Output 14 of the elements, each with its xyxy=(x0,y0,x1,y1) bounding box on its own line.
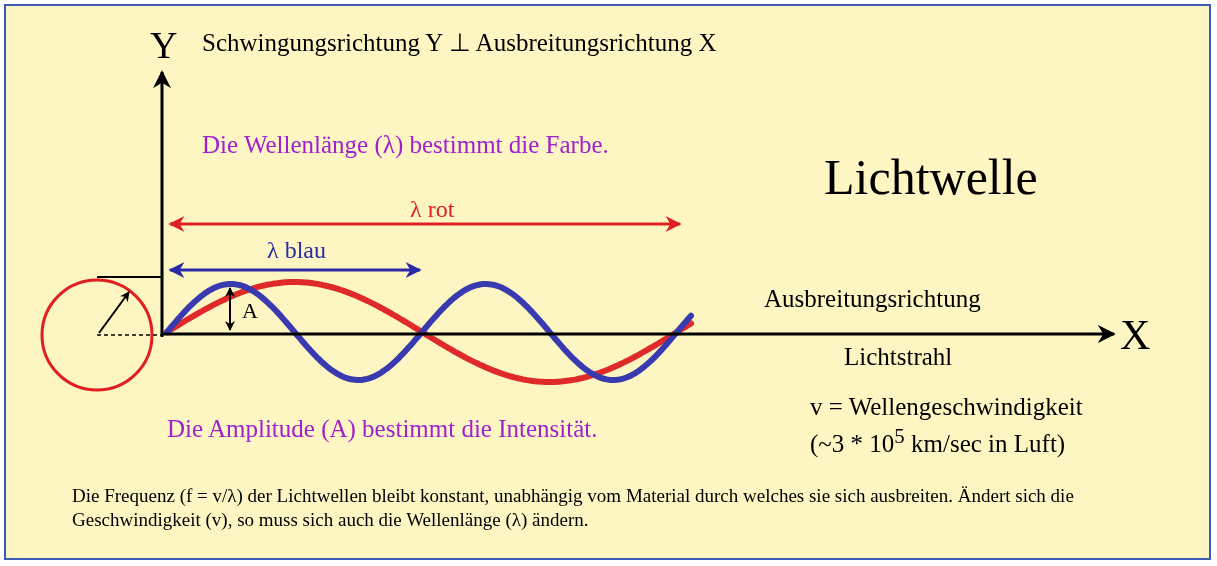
axis-label: Y xyxy=(150,26,178,64)
axis-label: X xyxy=(1120,314,1151,356)
axis-caption: Ausbreitungsrichtung xyxy=(764,286,981,311)
dimension-label: λ blau xyxy=(267,238,326,262)
note-text: Die Amplitude (A) bestimmt die Intensität. xyxy=(167,416,598,441)
dimension-label: λ rot xyxy=(410,197,455,221)
title: Lichtwelle xyxy=(824,152,1038,202)
dimension-label: A xyxy=(242,300,258,322)
axis-caption: Lichtstrahl xyxy=(844,344,953,369)
caption-text: Die Frequenz (f = v/λ) der Lichtwellen bleibt konstant, unabhängig vom Material durch welches sie sich ausbreiten. Ändert sich die Geschwindigkeit (v), so muss sich auch die Wellenlänge (λ) ändern. xyxy=(72,484,1075,532)
heading-text: Schwingungsrichtung Y ⊥ Ausbreitungsrichtung X xyxy=(202,30,717,55)
note-text: Die Wellenlänge (λ) bestimmt die Farbe. xyxy=(202,132,609,157)
note-text: (~3 * 10$^{5}$ km/sec in Luft) xyxy=(810,426,1066,457)
note-text: v = Wellengeschwindigkeit xyxy=(810,394,1083,419)
